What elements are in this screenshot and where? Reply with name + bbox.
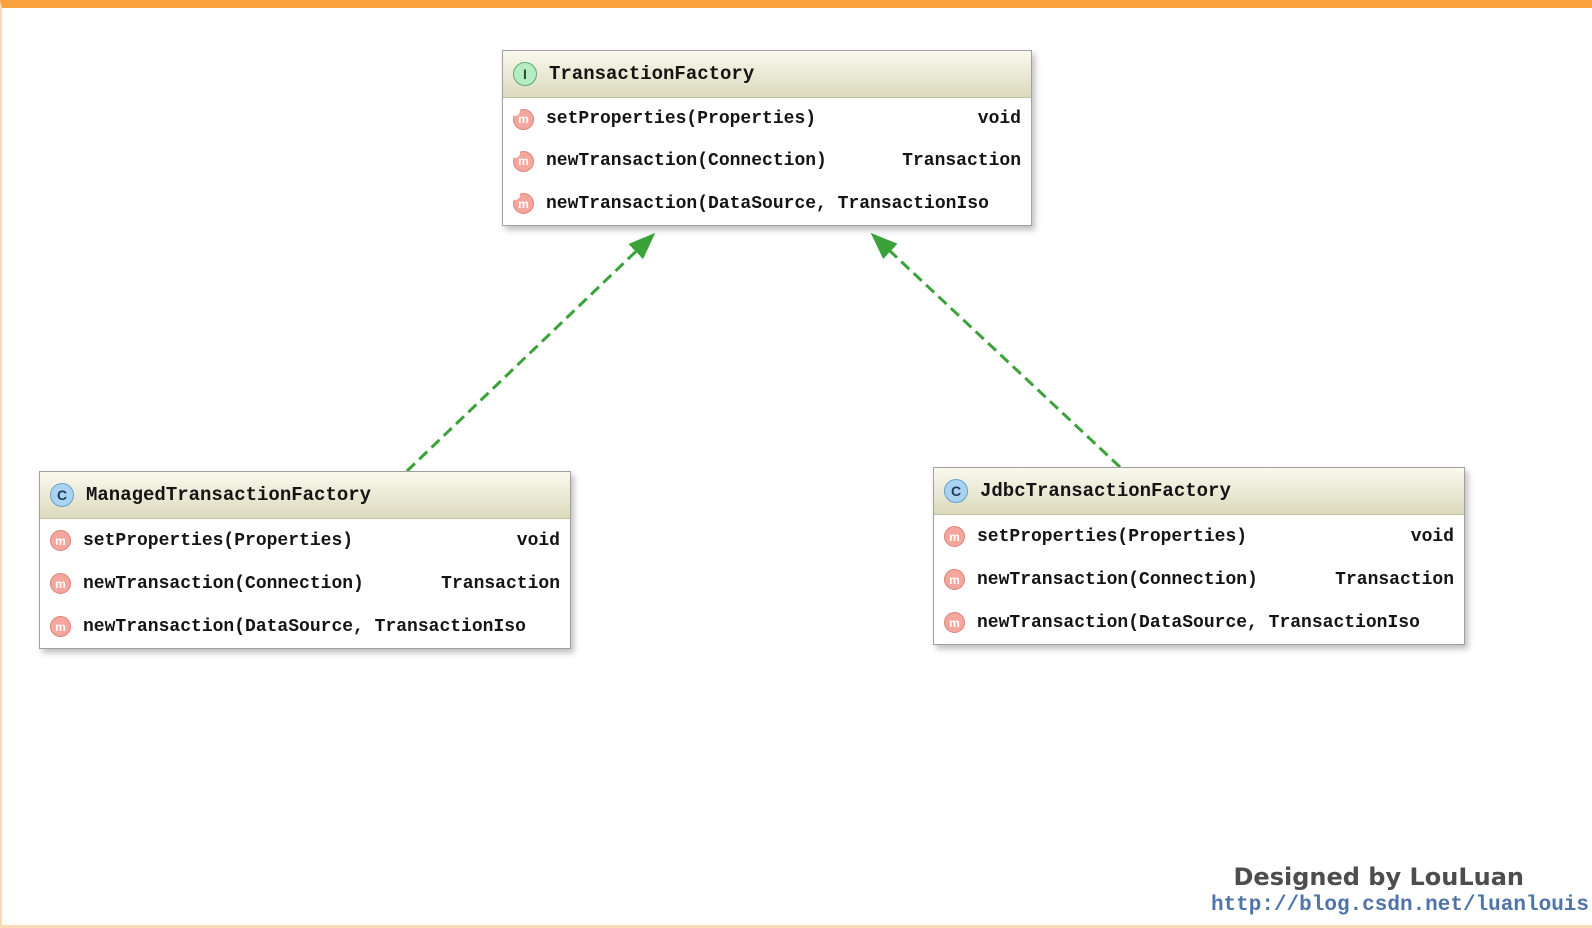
method-row: m setProperties(Properties) void	[40, 519, 570, 562]
method-signature: setProperties(Properties)	[83, 530, 354, 551]
uml-node-transactionfactory[interactable]: I TransactionFactory m setProperties(Pro…	[502, 50, 1032, 226]
method-signature: setProperties(Properties)	[546, 109, 817, 130]
method-signature: newTransaction(DataSource, TransactionIs…	[977, 612, 1420, 633]
method-row: m newTransaction(Connection) Transaction	[934, 558, 1464, 601]
method-row: m setProperties(Properties) void	[934, 515, 1464, 558]
method-icon: m	[944, 569, 965, 590]
method-row: m newTransaction(DataSource, Transaction…	[40, 605, 570, 648]
implements-arrow-managed	[405, 232, 656, 473]
method-icon: m	[944, 526, 965, 547]
method-icon: m	[50, 573, 71, 594]
method-icon: m	[50, 616, 71, 637]
uml-node-header: C ManagedTransactionFactory	[40, 472, 570, 519]
uml-node-jdbctransactionfactory[interactable]: C JdbcTransactionFactory m setProperties…	[933, 467, 1465, 645]
method-return-type: Transaction	[1335, 569, 1454, 590]
class-icon: C	[944, 479, 968, 503]
method-icon: m	[510, 147, 534, 172]
blog-url-text: http://blog.csdn.net/luanlouis	[1210, 894, 1589, 917]
method-return-type: void	[516, 530, 560, 551]
method-icon: m	[510, 105, 534, 130]
class-name: ManagedTransactionFactory	[86, 484, 372, 506]
method-icon: m	[510, 190, 534, 215]
method-signature: newTransaction(Connection)	[546, 151, 827, 172]
method-row: m newTransaction(DataSource, Transaction…	[934, 601, 1464, 644]
class-name: TransactionFactory	[549, 63, 755, 85]
method-icon: m	[944, 612, 965, 633]
method-return-type: Transaction	[902, 151, 1021, 172]
method-signature: newTransaction(Connection)	[977, 569, 1258, 590]
method-row: m newTransaction(Connection) Transaction	[503, 140, 1031, 182]
class-icon: C	[50, 483, 74, 507]
interface-icon: I	[513, 62, 537, 86]
uml-node-managedtransactionfactory[interactable]: C ManagedTransactionFactory m setPropert…	[39, 471, 571, 649]
uml-node-header: C JdbcTransactionFactory	[934, 468, 1464, 515]
method-row: m newTransaction(Connection) Transaction	[40, 562, 570, 605]
method-return-type: void	[977, 109, 1021, 130]
method-return-type: void	[1410, 526, 1454, 547]
method-row: m setProperties(Properties) void	[503, 98, 1031, 140]
method-signature: newTransaction(DataSource, TransactionIs…	[83, 616, 526, 637]
method-signature: newTransaction(Connection)	[83, 573, 364, 594]
method-return-type: Transaction	[441, 573, 560, 594]
method-icon: m	[50, 530, 71, 551]
uml-node-header: I TransactionFactory	[503, 51, 1031, 98]
method-signature: setProperties(Properties)	[977, 526, 1248, 547]
method-row: m newTransaction(DataSource, Transaction…	[503, 183, 1031, 225]
method-signature: newTransaction(DataSource, TransactionIs…	[546, 193, 989, 214]
designed-by-watermark: Designed by LouLuan	[1233, 863, 1525, 891]
class-name: JdbcTransactionFactory	[980, 480, 1231, 502]
implements-arrow-jdbc	[870, 232, 1122, 469]
